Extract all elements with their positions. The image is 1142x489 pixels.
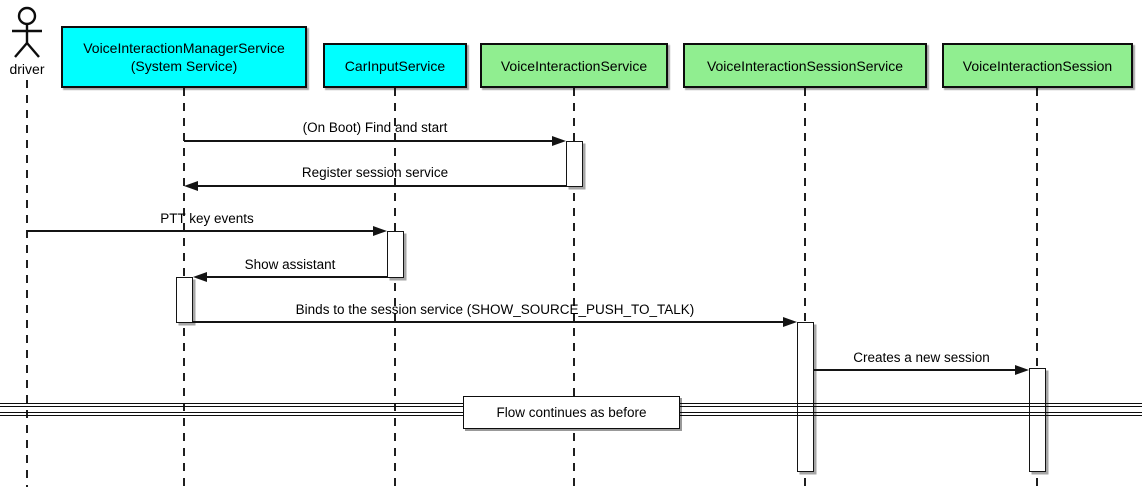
lifeline-voiceinteractionsession [1036, 88, 1038, 487]
message-ptt-key-events-label: PTT key events [160, 211, 254, 226]
divider-label-box: Flow continues as before [463, 396, 680, 429]
activation-voiceinteractionsessionservice [797, 322, 814, 472]
message-creates-a-new-session-label: Creates a new session [853, 350, 990, 365]
message-creates-a-new-session-line [814, 369, 1015, 371]
message-show-assistant-line [206, 276, 387, 278]
activation-voiceinteractionmanagerservice [176, 277, 193, 323]
participant-label: VoiceInteractionService [500, 57, 648, 74]
participant-voiceinteractionmanagerservice: VoiceInteractionManagerService (System S… [61, 26, 307, 88]
lifeline-carinputservice [394, 88, 396, 487]
participant-label: VoiceInteractionSessionService [706, 57, 904, 74]
arrowhead-right-icon [373, 226, 387, 236]
arrowhead-right-icon [552, 136, 566, 146]
message-show-assistant-label: Show assistant [244, 257, 336, 272]
participant-label: VoiceInteractionSession [962, 57, 1113, 74]
participant-label: VoiceInteractionManagerService [83, 40, 285, 56]
participant-label: CarInputService [344, 57, 446, 74]
participant-carinputservice: CarInputService [323, 43, 467, 88]
participant-voiceinteractionsession: VoiceInteractionSession [942, 43, 1133, 88]
message-on-boot-find-and-start-label: (On Boot) Find and start [302, 120, 448, 135]
lifeline-voiceinteractionservice [573, 88, 575, 487]
activation-voiceinteractionsession [1029, 368, 1046, 472]
arrowhead-left-icon [184, 181, 198, 191]
message-binds-to-session-service-label: Binds to the session service (SHOW_SOURC… [295, 302, 695, 317]
message-on-boot-find-and-start-line [184, 140, 553, 142]
message-ptt-key-events-line [27, 230, 374, 232]
participant-voiceinteractionsessionservice: VoiceInteractionSessionService [683, 43, 927, 88]
message-binds-to-session-service-line [193, 321, 783, 323]
arrowhead-right-icon [1015, 365, 1029, 375]
activation-voiceinteractionservice [566, 141, 583, 187]
participant-voiceinteractionservice: VoiceInteractionService [480, 43, 668, 88]
activation-carinputservice [387, 231, 404, 278]
actor-figure-icon [12, 6, 42, 58]
actor-label: driver [9, 61, 45, 77]
divider-label: Flow continues as before [496, 405, 647, 420]
participant-sublabel: (System Service) [130, 58, 238, 74]
lifeline-driver [26, 80, 28, 487]
arrowhead-left-icon [193, 272, 207, 282]
message-register-session-service-line [197, 185, 566, 187]
arrowhead-right-icon [783, 317, 797, 327]
message-register-session-service-label: Register session service [301, 165, 449, 180]
lifeline-voiceinteractionsessionservice [804, 88, 806, 487]
